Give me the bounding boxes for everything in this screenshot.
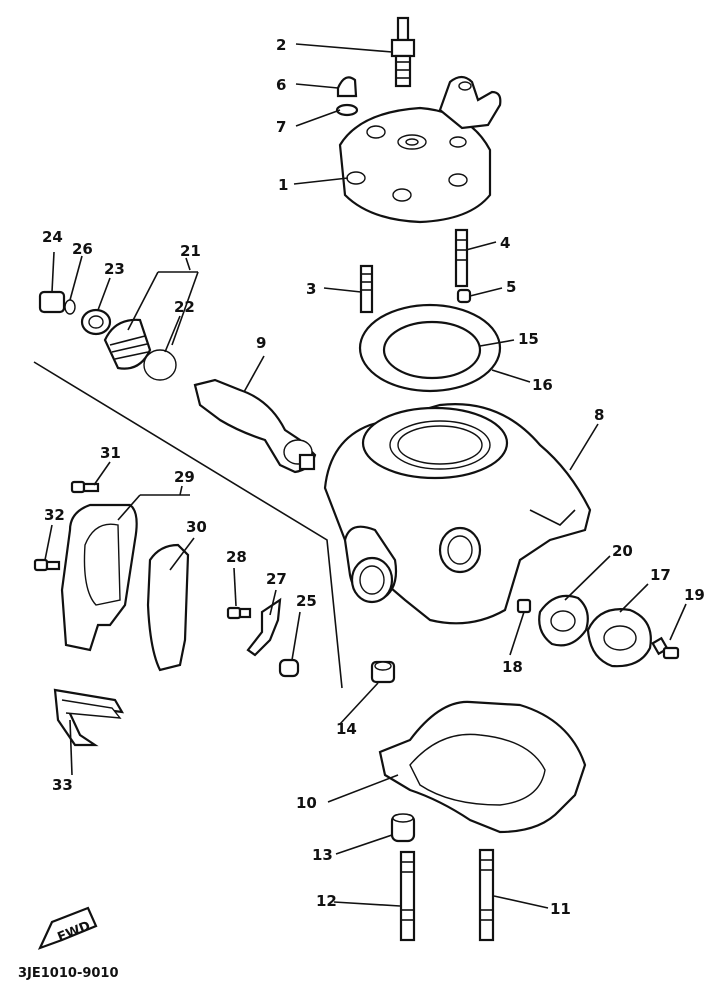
- callout-label: 32: [44, 506, 65, 524]
- callout-label: 13: [312, 846, 333, 864]
- bolt-part: [33, 558, 61, 572]
- callout-label: 25: [296, 592, 317, 610]
- lever-part: [246, 597, 282, 657]
- bolt-part: [651, 636, 680, 660]
- bolt-part: [226, 606, 252, 620]
- callout-label: 7: [276, 118, 286, 136]
- nut-part: [456, 288, 472, 304]
- callout-label: 5: [506, 278, 516, 296]
- callout-label: 19: [684, 586, 705, 604]
- cover-gasket-part: [146, 543, 190, 672]
- leader-line: [33, 361, 343, 689]
- long-stud-part: [478, 848, 495, 942]
- forward-arrow-icon: FWD: [37, 906, 98, 950]
- o-ring-part: [64, 299, 76, 315]
- knock-pin-part: [390, 813, 416, 843]
- acorn-nut-part: [336, 76, 358, 98]
- cylinder-part: [323, 403, 592, 625]
- guide-part: [53, 688, 125, 747]
- exhaust-cover-part: [586, 608, 652, 668]
- callout-label: 29: [174, 468, 195, 486]
- callout-label: 2: [276, 36, 286, 54]
- callout-label: 16: [532, 376, 553, 394]
- washer-part: [335, 103, 359, 117]
- callout-label: 10: [296, 794, 317, 812]
- valve-cap-part: [38, 290, 66, 314]
- callout-label: 26: [72, 240, 93, 258]
- valve-cover-part: [60, 503, 138, 652]
- head-gasket-inner-part: [382, 320, 482, 380]
- callout-label: 8: [594, 406, 604, 424]
- callout-label: 22: [174, 298, 195, 316]
- callout-label: 15: [518, 330, 539, 348]
- spark-plug-part: [390, 16, 416, 88]
- callout-label: 20: [612, 542, 633, 560]
- callout-label: 23: [104, 260, 125, 278]
- long-stud-part: [399, 850, 416, 942]
- callout-label: 33: [52, 776, 73, 794]
- callout-label: 21: [180, 242, 201, 260]
- dowel-pin-part: [516, 598, 532, 614]
- callout-label: 14: [336, 720, 357, 738]
- stud-bolt-part: [454, 228, 469, 288]
- callout-label: 28: [226, 548, 247, 566]
- callout-label: 9: [256, 334, 266, 352]
- callout-label: 31: [100, 444, 121, 462]
- stud-bolt-part: [359, 264, 374, 314]
- catalog-code: 3JE1010-9010: [18, 966, 119, 981]
- exhaust-valve-part: [193, 378, 317, 474]
- callout-labels: 1 2 3 4 5 6 7 8 9 10 11 12 13 14 15 16 1…: [42, 36, 705, 918]
- callout-label: 11: [550, 900, 571, 918]
- callout-label: 6: [276, 76, 286, 94]
- valve-holder-part: [103, 318, 152, 370]
- callout-label: 12: [316, 892, 337, 910]
- bearing-part: [80, 308, 112, 336]
- cylinder-head-part: [338, 75, 502, 224]
- callout-label: 17: [650, 566, 671, 584]
- callout-label: 1: [278, 176, 288, 194]
- callout-label: 30: [186, 518, 207, 536]
- bolt-part: [70, 480, 100, 494]
- leader-lines: [44, 43, 687, 909]
- flange-nut-part: [370, 660, 396, 684]
- callout-label: 4: [500, 234, 510, 252]
- callout-label: 3: [306, 280, 316, 298]
- callout-label: 18: [502, 658, 523, 676]
- o-ring-part: [143, 349, 177, 381]
- callout-label: 27: [266, 570, 287, 588]
- collar-part: [278, 658, 300, 678]
- callout-label: 24: [42, 228, 63, 246]
